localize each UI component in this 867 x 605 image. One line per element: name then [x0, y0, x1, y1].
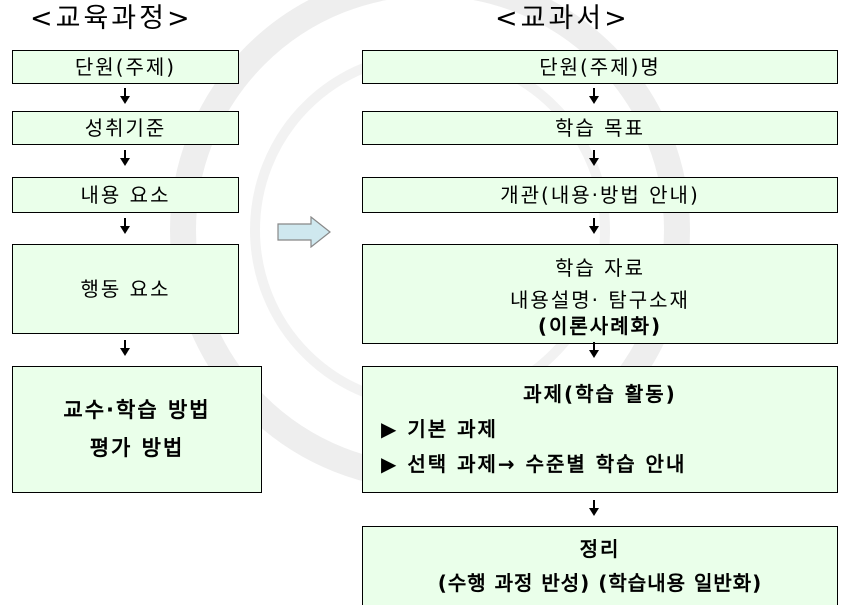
down-arrow — [119, 340, 131, 356]
right-title: <교과서> — [495, 3, 630, 34]
down-arrow — [588, 342, 600, 358]
box-line: 행동 요소 — [80, 276, 171, 301]
left-title: <교육과정> — [30, 3, 193, 34]
right-box-task: 과제(학습 활동) ▶ 기본 과제 ▶ 선택 과제→ 수준별 학습 안내 — [362, 366, 838, 493]
box-line: (수행 과정 반성) (학습내용 일반화) — [437, 571, 763, 595]
right-box-summary: 정리 (수행 과정 반성) (학습내용 일반화) — [362, 526, 838, 605]
right-box-goal: 학습 목표 — [362, 111, 838, 145]
box-line: 성취기준 — [84, 115, 167, 140]
down-arrow — [588, 88, 600, 104]
box-line: 단원(주제)명 — [539, 54, 661, 79]
down-arrow — [119, 88, 131, 104]
box-line: 학습 목표 — [555, 115, 645, 140]
left-box-content: 내용 요소 — [12, 177, 239, 213]
box-line: ▶ 선택 과제→ 수준별 학습 안내 — [381, 452, 687, 476]
box-line: 내용 요소 — [80, 182, 171, 207]
left-box-achievement: 성취기준 — [12, 111, 239, 145]
down-arrow — [119, 150, 131, 166]
box-line: 평가 방법 — [89, 435, 185, 460]
left-box-unit: 단원(주제) — [12, 50, 239, 84]
right-box-materials: 학습 자료 내용설명· 탐구소재 (이론사례화) — [362, 244, 838, 344]
right-arrow-icon — [277, 216, 331, 248]
box-line: 내용설명· 탐구소재 — [510, 288, 690, 312]
box-line: (이론사례화) — [537, 314, 663, 338]
left-box-method: 교수·학습 방법 평가 방법 — [12, 366, 262, 493]
down-arrow — [119, 218, 131, 234]
right-box-unit-name: 단원(주제)명 — [362, 50, 838, 84]
down-arrow — [588, 218, 600, 234]
box-line: 학습 자료 — [555, 256, 645, 280]
left-box-behavior: 행동 요소 — [12, 244, 239, 334]
box-line: 과제(학습 활동) — [523, 382, 677, 406]
box-line: ▶ 기본 과제 — [381, 417, 498, 441]
right-box-overview: 개관(내용·방법 안내) — [362, 177, 838, 213]
box-line: 단원(주제) — [74, 54, 177, 79]
down-arrow — [588, 500, 600, 516]
box-line: 교수·학습 방법 — [63, 397, 211, 422]
box-line: 정리 — [579, 537, 621, 561]
box-line: 개관(내용·방법 안내) — [500, 182, 700, 207]
down-arrow — [588, 150, 600, 166]
